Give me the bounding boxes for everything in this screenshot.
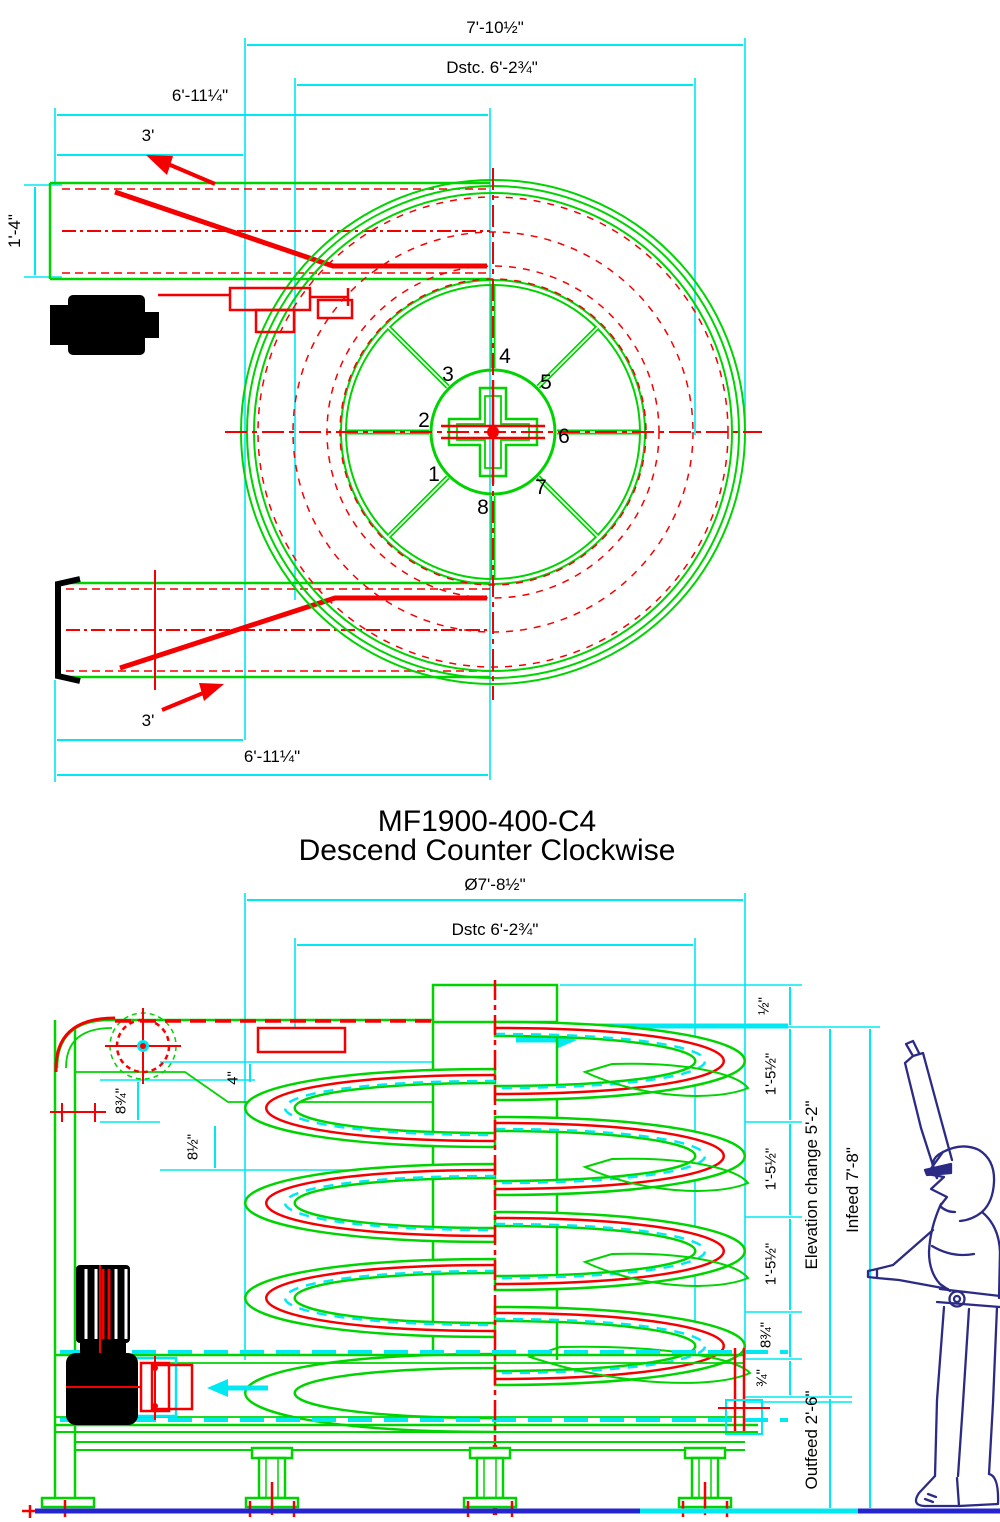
plan-outfeed-conveyor <box>55 570 490 690</box>
dim-side-center-distance: Dstc 6'-2¾" <box>451 920 539 939</box>
dim-elevation-change: Elevation change 5'-2" <box>802 1100 821 1270</box>
side-drive-motor <box>66 1265 194 1425</box>
dim-overall-width: 7'-10½" <box>466 18 524 37</box>
spoke-number-4: 4 <box>499 345 511 368</box>
side-right-dims <box>789 987 871 1508</box>
outfeed-direction-arrow <box>161 683 224 712</box>
spoke-number-7: 7 <box>535 476 547 499</box>
dim-infeed-height: Infeed 7'-8" <box>843 1147 862 1233</box>
plan-view <box>24 38 762 782</box>
dim-infeed-length: 6'-11¼" <box>171 86 229 105</box>
dim-top-clearance: ½" <box>755 997 773 1015</box>
motor-coupling <box>150 1363 194 1411</box>
drawing-model-number: MF1900-400-C4 <box>377 805 597 838</box>
infeed-direction-arrow <box>146 155 216 186</box>
plan-dimension-lines <box>34 44 743 776</box>
side-left-dims <box>137 1064 251 1168</box>
spiral-helix <box>244 1020 752 1434</box>
spoke-number-5: 5 <box>540 371 552 394</box>
dim-belt-clearance: 4" <box>224 1071 242 1085</box>
dim-tier-pitch-2: 1'-5½" <box>762 1147 780 1191</box>
side-elevation-view <box>22 893 1000 1518</box>
spoke-number-1: 1 <box>428 463 440 486</box>
dim-frame-gap: 8¾" <box>112 1087 130 1115</box>
person-figure <box>866 1039 1000 1508</box>
spoke-number-2: 2 <box>418 409 430 432</box>
dim-center-distance: Dstc. 6'-2¾" <box>446 58 538 77</box>
plan-infeed-conveyor <box>48 181 490 281</box>
dim-belt-drop: ¾" <box>753 1369 771 1387</box>
sunglasses <box>923 1162 953 1177</box>
dim-infeed-straight: 3' <box>141 126 155 145</box>
spoke-number-8: 8 <box>477 496 489 519</box>
side-dimension-lines <box>247 899 743 946</box>
dim-bottom-tier-gap: 8¾" <box>757 1321 775 1349</box>
spiral-hub <box>225 168 762 700</box>
dim-belt-width: 1'-4" <box>5 214 24 248</box>
side-extension-lines <box>100 893 880 1403</box>
dim-tier-pitch-1: 1'-5½" <box>762 1052 780 1096</box>
dim-outfeed-length: 6'-11¼" <box>243 747 301 766</box>
drawing-subtitle: Descend Counter Clockwise <box>298 834 676 867</box>
base-frame <box>22 1431 758 1518</box>
dim-outfeed-straight: 3' <box>141 711 155 730</box>
infeed-section <box>50 1008 788 1505</box>
plan-motor-piping <box>158 286 354 334</box>
spoke-number-6: 6 <box>558 425 570 448</box>
infeed-bracket <box>256 1026 347 1054</box>
bottom-flow-arrow <box>207 1379 268 1397</box>
spoke-number-3: 3 <box>442 363 454 386</box>
dim-tier-gap: 8½" <box>184 1133 202 1161</box>
outfeed-section <box>55 1348 788 1435</box>
dim-tier-pitch-3: 1'-5½" <box>762 1242 780 1286</box>
dim-outer-diameter: Ø7'-8½" <box>464 875 526 894</box>
dim-outfeed-height: Outfeed 2'-6" <box>802 1390 821 1490</box>
plan-drive-motor <box>50 286 354 355</box>
